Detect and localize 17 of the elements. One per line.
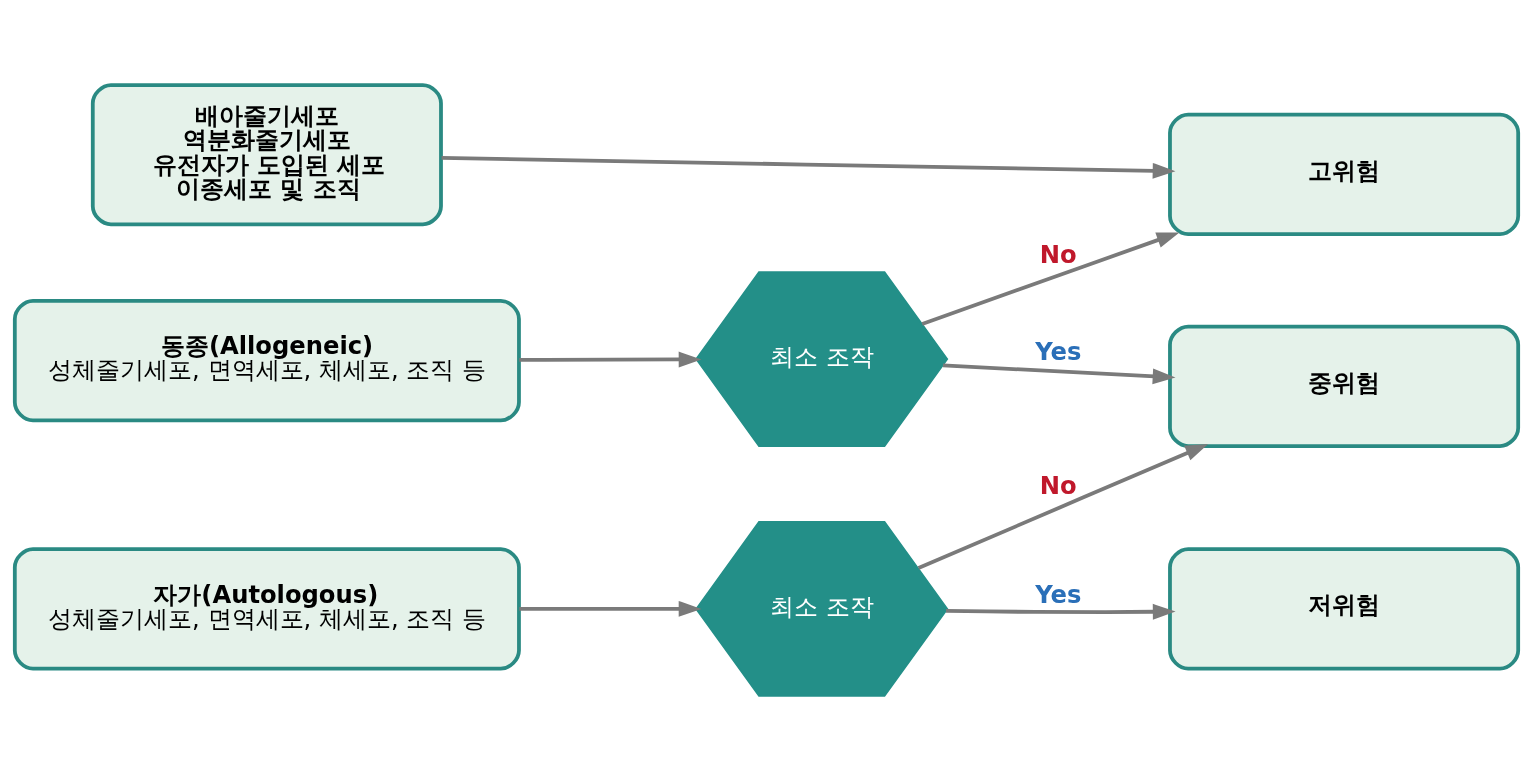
- arrow: [441, 155, 1176, 179]
- edge-label: Yes: [1035, 337, 1082, 366]
- node-box: 고위험: [1168, 112, 1521, 236]
- node-box: 중위험: [1168, 324, 1521, 448]
- arrow: [519, 600, 702, 617]
- node-box: 자가(Autologous) 성체줄기세포, 면역세포, 체세포, 조직 등: [12, 546, 521, 671]
- arrow: [917, 443, 1209, 570]
- edge-label: No: [1039, 240, 1077, 269]
- node-box: 배아줄기세포 역분화줄기세포 유전자가 도입된 세포 이종세포 및 조직: [90, 82, 443, 226]
- node-box: 동종(Allogeneic) 성체줄기세포, 면역세포, 체세포, 조직 등: [12, 298, 521, 422]
- edge-label: No: [1039, 471, 1077, 500]
- node-box: 저위험: [1168, 546, 1521, 671]
- arrow: [921, 231, 1180, 326]
- arrow: [945, 603, 1176, 620]
- arrow: [519, 351, 702, 367]
- arrow: [942, 363, 1176, 384]
- edge-label: Yes: [1035, 580, 1082, 609]
